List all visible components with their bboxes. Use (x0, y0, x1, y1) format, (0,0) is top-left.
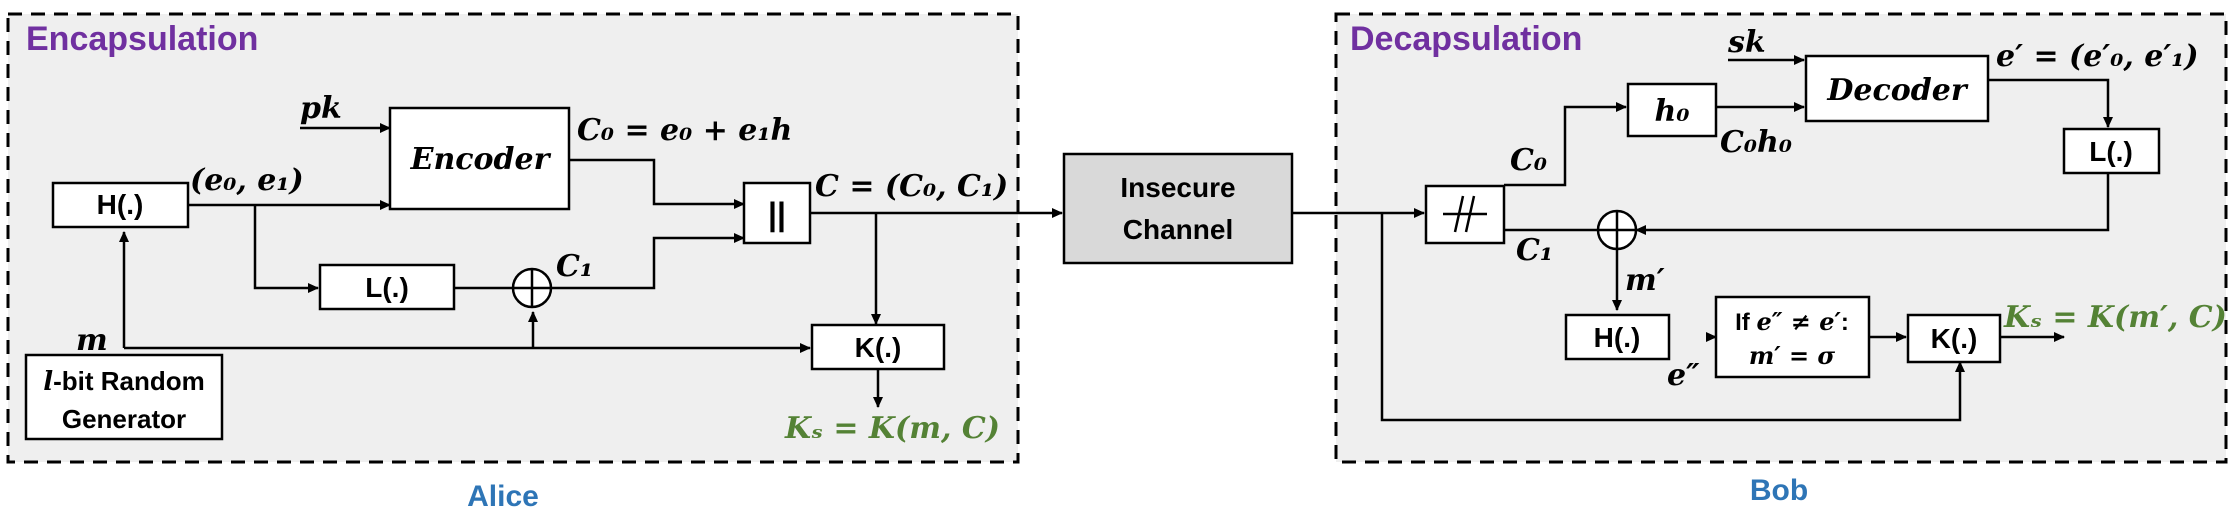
decapsulation-panel (1334, 12, 2228, 464)
h0-block (1626, 82, 1718, 138)
k-block-alice (810, 323, 946, 371)
label-c1-bob: C₁ (1516, 233, 1553, 268)
svg-text:Channel: Channel (1123, 214, 1233, 245)
decapsulation-title: Decapsulation (1350, 20, 1582, 58)
label-c0h0: C₀h₀ (1720, 125, 1792, 160)
label-c0-bob: C₀ (1510, 143, 1547, 178)
l-block-bob (2062, 127, 2161, 175)
bob-label: Bob (1750, 474, 1808, 507)
svg-text:Generator: Generator (62, 404, 186, 434)
label-e: (e₀, e₁) (190, 163, 304, 198)
encapsulation-title: Encapsulation (26, 20, 258, 58)
svg-text:H(.): H(.) (1594, 322, 1641, 353)
svg-text:Decoder: Decoder (1826, 73, 1968, 108)
label-e-prime: e′ = (e′₀, e′₁) (1996, 39, 2199, 74)
hash-block-alice (51, 181, 190, 229)
svg-text:L(.): L(.) (365, 272, 409, 303)
svg-text:K(.): K(.) (1931, 323, 1978, 354)
svg-text:l-bit Random: l-bit Random (43, 366, 205, 397)
label-pk: pk (300, 91, 342, 126)
decoder-block (1804, 54, 1990, 123)
split-block (1424, 184, 1506, 245)
xor-icon-alice (511, 267, 553, 309)
svg-text:Insecure: Insecure (1120, 172, 1235, 203)
svg-text:Encoder: Encoder (410, 142, 552, 177)
svg-text:h₀: h₀ (1655, 94, 1690, 129)
label-c1-alice: C₁ (556, 249, 593, 284)
label-c: C = (C₀, C₁) (815, 169, 1008, 204)
xor-icon-bob (1596, 209, 1638, 251)
label-sk: sk (1727, 25, 1766, 60)
label-c0: C₀ = e₀ + e₁h (577, 113, 792, 148)
encoder-block (388, 106, 571, 211)
svg-text:If e″ ≠ e′:: If e″ ≠ e′: (1735, 307, 1849, 336)
hash-block-bob (1564, 313, 1671, 361)
label-m: m (76, 323, 108, 358)
rng-block (24, 353, 224, 441)
svg-text:||: || (768, 196, 786, 232)
label-m-prime: m′ (1625, 263, 1665, 298)
label-ks-bob: Kₛ = K(m′, C) (2003, 300, 2227, 335)
insecure-channel-box (1062, 152, 1294, 265)
svg-text:L(.): L(.) (2089, 136, 2133, 167)
alice-label: Alice (467, 480, 539, 513)
svg-text:K(.): K(.) (855, 332, 902, 363)
check-block (1714, 295, 1871, 379)
l-block-alice (318, 263, 456, 311)
label-ks-alice: Kₛ = K(m, C) (784, 411, 1000, 446)
svg-text:m′ = σ: m′ = σ (1749, 341, 1836, 370)
concat-block (742, 181, 812, 245)
k-block-bob (1906, 313, 2002, 364)
label-e-dprime: e″ (1667, 358, 1700, 393)
svg-text:H(.): H(.) (97, 189, 144, 220)
